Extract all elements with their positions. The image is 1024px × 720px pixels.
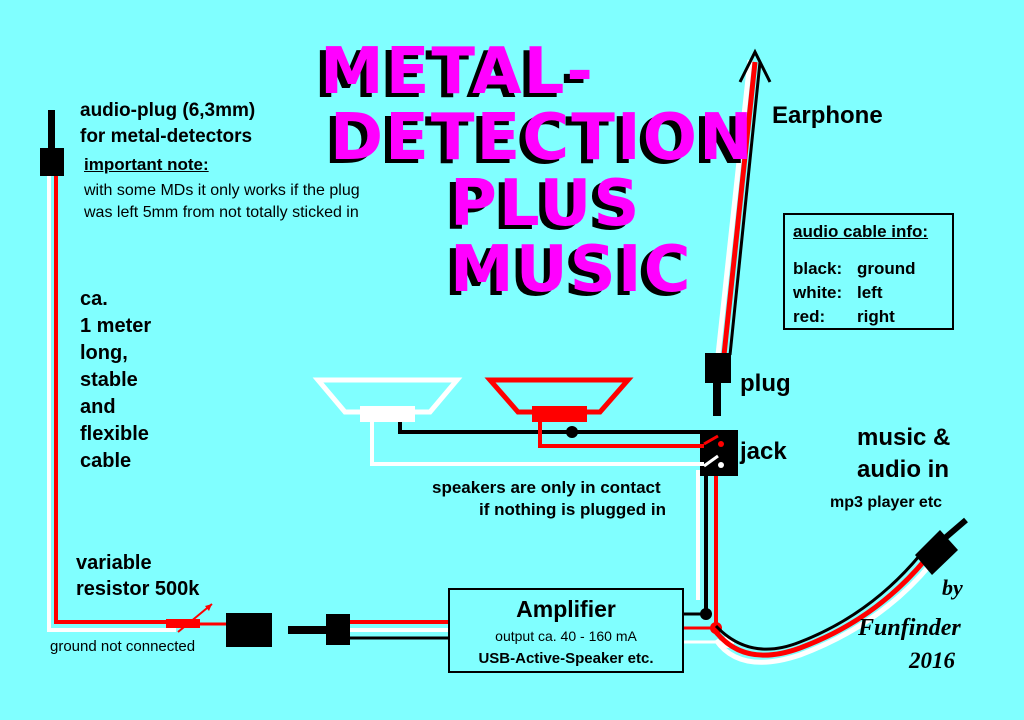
amplifier-box: Amplifier output ca. 40 - 160 mA USB-Act… bbox=[448, 588, 684, 673]
title-line-1: METAL- bbox=[320, 35, 595, 109]
cable-line: stable bbox=[80, 369, 138, 391]
music-input-plug-icon bbox=[915, 517, 968, 575]
earphone-cable bbox=[715, 48, 772, 356]
cable-line: 1 meter bbox=[80, 315, 152, 337]
cable-info-color: red: bbox=[793, 307, 826, 326]
red-speaker-icon bbox=[484, 377, 634, 422]
cable-line: cable bbox=[80, 450, 132, 472]
signature-name: Funfinder bbox=[858, 615, 961, 641]
cable-info-heading: audio cable info: bbox=[793, 222, 929, 241]
music-label: music & bbox=[857, 424, 951, 451]
cable-info-color: black: bbox=[793, 259, 843, 278]
note-line-2: was left 5mm from not totally sticked in bbox=[84, 204, 359, 221]
ground-note: ground not connected bbox=[50, 638, 196, 655]
audio-in-label: audio in bbox=[857, 456, 949, 483]
cable-info-meaning: ground bbox=[857, 259, 916, 278]
signature-year: 2016 bbox=[909, 648, 955, 673]
cable-info-color: white: bbox=[793, 283, 843, 302]
amplifier-title: Amplifier bbox=[516, 596, 616, 622]
cable-line: flexible bbox=[80, 423, 149, 445]
speaker-wires bbox=[370, 422, 704, 466]
signature-by: by bbox=[942, 575, 963, 600]
amplifier-output: output ca. 40 - 160 mA bbox=[495, 628, 637, 644]
earphone-label: Earphone bbox=[772, 102, 883, 129]
note-line-1: with some MDs it only works if the plug bbox=[84, 182, 360, 199]
jack-label: jack bbox=[740, 438, 787, 465]
audio-plug-label: audio-plug (6,3mm) bbox=[80, 100, 256, 121]
amplifier-type: USB-Active-Speaker etc. bbox=[478, 650, 654, 667]
jack-icon bbox=[700, 430, 738, 476]
cable-info-meaning: left bbox=[857, 283, 883, 302]
cable-line: ca. bbox=[80, 288, 108, 310]
resistor-label-line-2: resistor 500k bbox=[76, 578, 200, 600]
inline-connector-icon bbox=[226, 613, 450, 647]
audio-plug-sublabel: for metal-detectors bbox=[80, 126, 253, 147]
audio-cable-info-box: audio cable info: black: ground white: l… bbox=[783, 213, 954, 330]
white-speaker-icon bbox=[312, 377, 463, 422]
cable-line: and bbox=[80, 396, 116, 418]
plug-icon bbox=[705, 353, 731, 416]
title-line-4: MUSIC bbox=[450, 233, 693, 307]
important-note-heading: important note: bbox=[84, 155, 209, 174]
amplifier-output-cable bbox=[684, 470, 734, 648]
music-input-cable bbox=[713, 554, 932, 665]
cable-description: ca. 1 meter long, stable and flexible ca… bbox=[80, 286, 151, 475]
speakers-note-line-1: speakers are only in contact bbox=[432, 478, 661, 497]
title-line-3: PLUS bbox=[450, 167, 642, 241]
long-cable bbox=[47, 175, 176, 632]
cable-line: long, bbox=[80, 342, 128, 364]
mp3-player-label: mp3 player etc bbox=[830, 494, 943, 511]
resistor-label-line-1: variable bbox=[76, 552, 152, 574]
plug-label: plug bbox=[740, 370, 791, 397]
cable-info-meaning: right bbox=[857, 307, 895, 326]
audio-plug-icon bbox=[40, 110, 64, 176]
speakers-note-line-2: if nothing is plugged in bbox=[479, 500, 666, 519]
variable-resistor-icon bbox=[166, 603, 228, 633]
title-line-2: DETECTION bbox=[330, 101, 755, 175]
